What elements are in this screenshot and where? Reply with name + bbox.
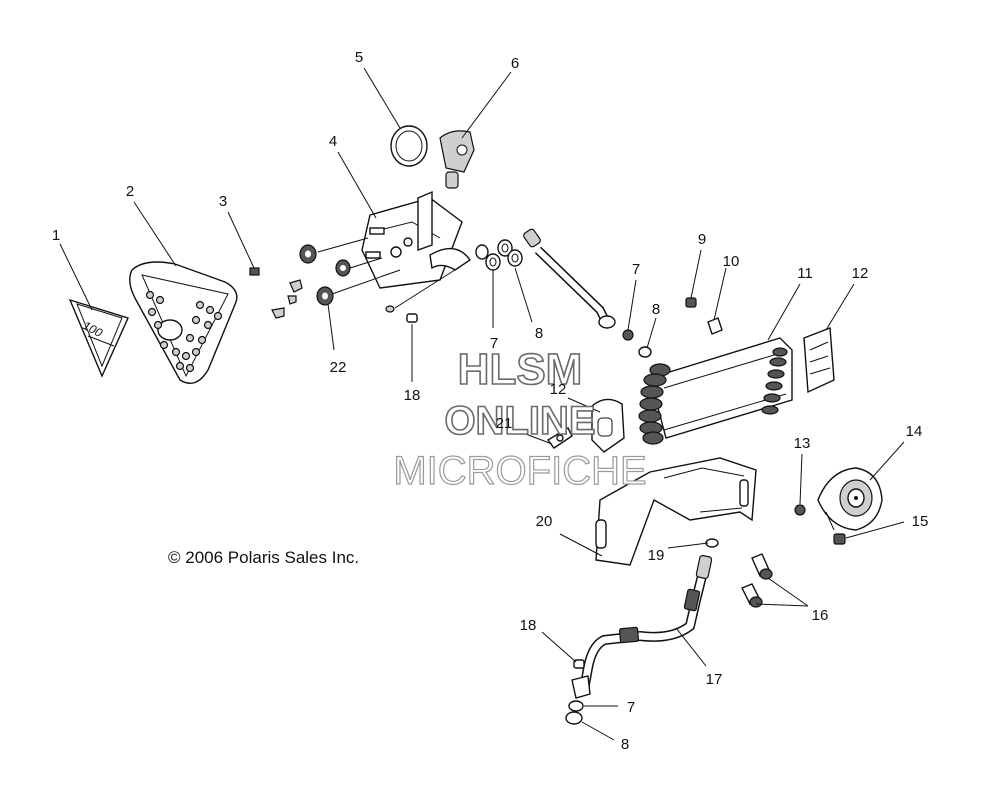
part-clamp-bracket (439, 130, 475, 173)
callout-4: 4 (329, 133, 337, 150)
part-bezel (129, 261, 238, 384)
part-grommets (299, 244, 418, 323)
callout-8b: 8 (535, 325, 543, 342)
callout-12b: 12 (550, 381, 567, 398)
part-emblem: 100 (68, 298, 129, 378)
callout-13: 13 (794, 435, 811, 452)
callout-22: 22 (330, 359, 347, 376)
part-small-bracket (546, 427, 573, 449)
callout-5: 5 (355, 49, 363, 66)
callout-16: 16 (812, 607, 829, 624)
watermark: HLSM ONLINE MICROFICHE (393, 344, 648, 493)
callout-2: 2 (126, 183, 134, 200)
callouts: 1 2 3 4 5 6 7 7 7 8 8 8 9 10 11 12 12 13… (52, 49, 929, 753)
callout-18a: 18 (404, 387, 421, 404)
callout-7b: 7 (490, 335, 498, 352)
watermark-line3: MICROFICHE (393, 449, 646, 493)
callout-12a: 12 (852, 265, 869, 282)
part-pads (591, 327, 835, 453)
callout-17: 17 (706, 671, 723, 688)
callout-8c: 8 (621, 736, 629, 753)
watermark-line2: ONLINE (444, 399, 595, 443)
callout-8a: 8 (652, 301, 660, 318)
copyright-text: © 2006 Polaris Sales Inc. (168, 548, 359, 567)
part-bracket-hose (361, 171, 616, 329)
part-clips (249, 267, 303, 319)
callout-20: 20 (536, 513, 553, 530)
callout-15: 15 (912, 513, 929, 530)
callout-10: 10 (723, 253, 740, 270)
part-horn-hardware (705, 467, 883, 608)
part-nut-bolt (685, 297, 723, 335)
callout-14: 14 (906, 423, 923, 440)
part-oil-cooler (638, 337, 793, 445)
callout-7c: 7 (627, 699, 635, 716)
callout-11: 11 (797, 265, 813, 282)
callout-7a: 7 (632, 261, 640, 278)
callout-3: 3 (219, 193, 227, 210)
callout-1: 1 (52, 227, 60, 244)
callout-21: 21 (496, 415, 513, 432)
part-washers (475, 239, 652, 358)
part-oil-line (565, 554, 713, 725)
part-clamp (390, 125, 428, 167)
callout-18b: 18 (520, 617, 537, 634)
part-mount-bracket (595, 457, 757, 566)
leader-lines (59, 67, 905, 741)
callout-6: 6 (511, 55, 519, 72)
callout-9: 9 (698, 231, 706, 248)
watermark-line1: HLSM (458, 345, 583, 394)
callout-19: 19 (648, 547, 665, 564)
